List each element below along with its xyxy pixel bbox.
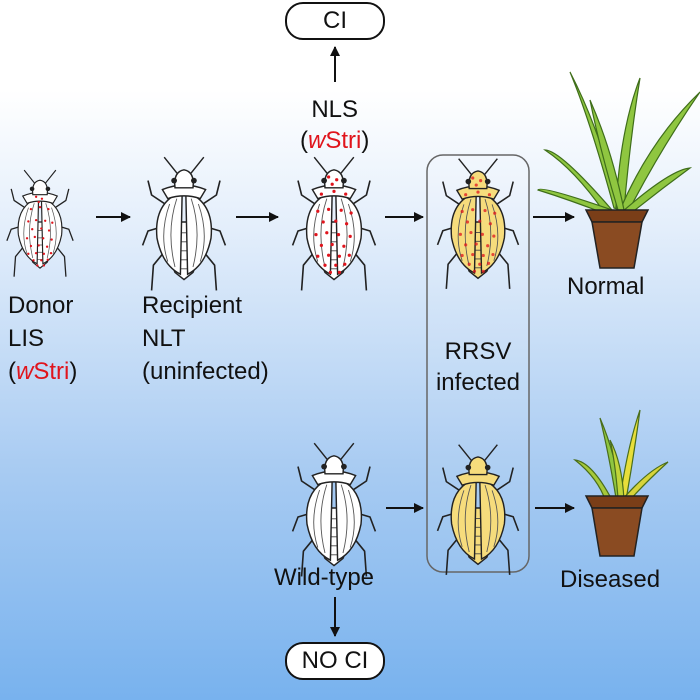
wild-type-label: Wild-type: [274, 564, 375, 591]
flow-arrows: [96, 46, 575, 637]
no-ci-box: NO CI: [285, 642, 385, 680]
ci-label: CI: [323, 7, 347, 34]
recipient-status: (uninfected): [142, 358, 269, 385]
ci-box: CI: [285, 2, 385, 40]
recipient-title: Recipient: [142, 292, 243, 319]
normal-rice-plant-icon: [537, 71, 700, 269]
donor-planthopper-icon: [6, 169, 74, 278]
infected-line: infected: [435, 369, 521, 396]
diseased-label: Diseased: [560, 566, 661, 593]
recipient-label: Recipient NLT (uninfected): [142, 289, 269, 388]
rrsv-line: RRSV: [444, 338, 512, 365]
recipient-planthopper-icon: [141, 156, 227, 292]
no-ci-label: NO CI: [301, 647, 369, 674]
donor-label: Donor LIS (wStri): [8, 289, 77, 388]
nls-strain: (wStri): [300, 127, 370, 154]
wild-type-planthopper-icon: [291, 442, 377, 578]
donor-wolbachia: (wStri): [8, 358, 78, 385]
rrsv-infected-label: RRSV infected: [427, 336, 529, 398]
nls-label: NLS (wStri): [300, 94, 369, 156]
normal-label: Normal: [567, 273, 645, 300]
nls-planthopper-icon: [291, 156, 377, 292]
donor-strain-name: LIS: [8, 325, 45, 352]
nls-title: NLS: [311, 96, 359, 123]
recipient-strain-name: NLT: [142, 325, 186, 352]
donor-title: Donor: [8, 292, 74, 319]
diseased-rice-plant-icon: [572, 409, 669, 557]
